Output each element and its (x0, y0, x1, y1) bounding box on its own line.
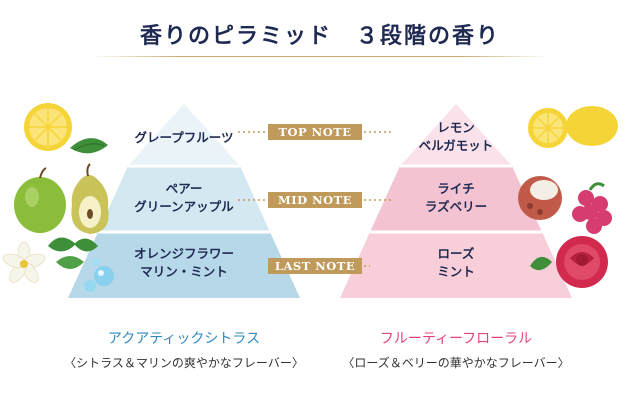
left-mid-label-2: グリーンアップル (134, 199, 234, 214)
right-top-label-1: レモン (437, 120, 475, 135)
lychee-icon (518, 176, 562, 220)
pear-icon (71, 163, 109, 234)
lemon-icon (24, 103, 72, 151)
right-mid-label-1: ライチ (437, 181, 475, 196)
right-last-label-1: ローズ (438, 246, 475, 261)
left-caption-title: アクアティックシトラス (107, 331, 261, 347)
right-pyramid (340, 104, 572, 298)
right-pyramid-top-tier (400, 104, 512, 166)
rose-icon (530, 236, 608, 288)
right-pyramid-mid-tier (370, 166, 542, 232)
right-top-label-2: ベルガモット (419, 138, 494, 153)
top-note-connector: TOP NOTE (238, 124, 392, 140)
page-title: 香りのピラミッド ３段階の香り (139, 24, 500, 49)
last-note-badge (268, 258, 362, 274)
right-pyramid-last-tier (340, 232, 572, 298)
mid-note-connector: MID NOTE (238, 192, 392, 208)
left-mid-label-1: ペアー (166, 181, 203, 196)
right-mid-label-2: ラズベリー (425, 199, 487, 214)
left-pyramid-mid-tier (98, 166, 270, 232)
left-pyramid-last-tier (68, 232, 300, 298)
raspberry-icon (572, 182, 612, 234)
left-top-label: グレープフルーツ (134, 130, 233, 145)
left-pyramid (68, 104, 300, 298)
last-note-label: LAST NOTE (275, 259, 355, 273)
mid-note-label: MID NOTE (278, 193, 352, 207)
leaves-icon (70, 138, 108, 154)
green-apple-icon (14, 167, 66, 233)
left-caption-subtitle: 〈シトラス＆マリンの爽やかなフレーバー〉 (64, 356, 304, 370)
water-drop-icon (84, 258, 114, 292)
right-caption-title: フルーティーフローラル (379, 331, 533, 347)
last-note-connector: LAST NOTE (266, 258, 370, 274)
title-divider (90, 56, 550, 57)
left-pyramid-top-tier-full (128, 104, 240, 166)
top-note-badge (268, 124, 362, 140)
top-note-label: TOP NOTE (278, 125, 351, 139)
orange-flower-icon (2, 241, 46, 283)
lemon-right-icon (528, 106, 618, 148)
mint-leaves-icon (48, 237, 98, 269)
left-last-label-2: マリン・ミント (140, 264, 228, 279)
right-caption-subtitle: 〈ローズ＆ベリーの華やかなフレーバー〉 (342, 356, 570, 370)
left-last-label-1: オレンジフラワー (134, 246, 234, 261)
right-last-label-2: ミント (437, 264, 475, 279)
mid-note-badge (268, 192, 362, 208)
